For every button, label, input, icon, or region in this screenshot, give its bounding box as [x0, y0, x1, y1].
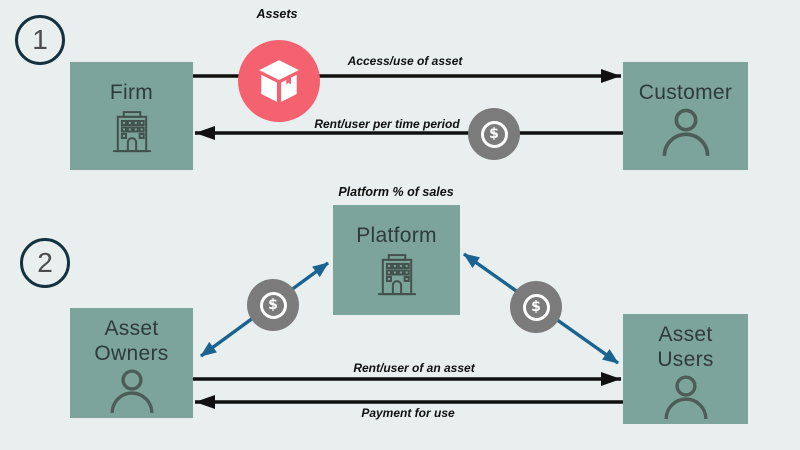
node-firm: Firm [70, 62, 193, 170]
money-badge-3: $ [510, 281, 562, 333]
asset-owners-label: Asset Owners [94, 317, 169, 365]
dollar-symbol: $ [489, 125, 499, 142]
section-1-number: 1 [32, 24, 48, 55]
package-icon [259, 60, 299, 102]
person-icon [109, 369, 154, 414]
customer-label: Customer [638, 81, 733, 104]
building-icon [112, 111, 151, 153]
section-2-badge: 2 [20, 238, 70, 288]
person-icon [662, 108, 709, 156]
person-icon [663, 375, 708, 420]
dollar-symbol: $ [531, 298, 541, 315]
node-asset-owners: Asset Owners [70, 308, 193, 418]
assets-badge [238, 40, 320, 122]
money-badge-1: $ [468, 108, 520, 160]
dollar-coin-icon: $ [522, 293, 550, 321]
flow-label-access-use: Access/use of asset [347, 54, 463, 68]
node-asset-users: Asset Users [623, 314, 748, 424]
assets-label: Assets [256, 7, 298, 21]
flow-label-rent-period: Rent/user per time period [314, 117, 460, 131]
node-customer: Customer [623, 62, 748, 170]
building-icon [377, 254, 416, 296]
firm-label: Firm [109, 81, 154, 104]
dollar-symbol: $ [268, 296, 278, 313]
asset-users-label: Asset Users [657, 323, 714, 371]
dollar-coin-icon: $ [259, 291, 287, 319]
platform-note-label: Platform % of sales [338, 185, 454, 199]
section-1-badge: 1 [15, 15, 65, 65]
money-badge-2: $ [247, 279, 299, 331]
section-2-number: 2 [37, 247, 53, 278]
flow-label-rent-asset: Rent/user of an asset [353, 361, 475, 375]
dollar-coin-icon: $ [480, 120, 508, 148]
flow-label-payment: Payment for use [361, 406, 455, 420]
platform-label: Platform [356, 224, 437, 247]
node-platform: Platform [333, 205, 460, 315]
